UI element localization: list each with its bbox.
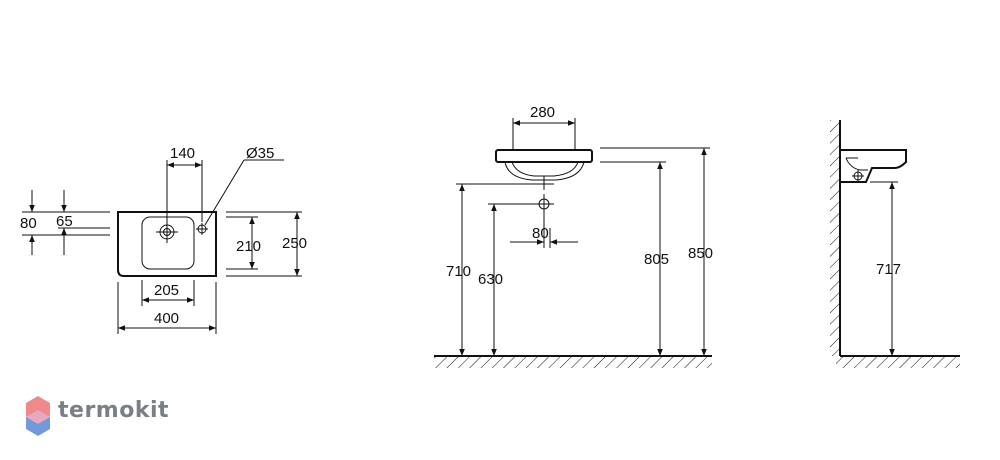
- drain-symbol: [156, 221, 178, 243]
- dim-height-bottom: 805: [644, 251, 669, 268]
- dim-height-waste: 710: [446, 263, 471, 280]
- side-view: 717: [830, 120, 960, 368]
- dim-top-width: 280: [530, 104, 555, 121]
- dim-height-supply: 630: [478, 271, 503, 288]
- front-basin-rim: [495, 149, 593, 163]
- side-basin-profile: [840, 149, 907, 183]
- dim-hole-diameter: Ø35: [246, 145, 274, 162]
- dim-left-outer: 80: [20, 215, 37, 232]
- dim-total-width: 400: [154, 310, 179, 327]
- front-view: 280 80 710 630 805 850: [434, 104, 713, 368]
- brand-name: termokit: [58, 398, 170, 423]
- top-view: 140 Ø35 80 65 210 250 205 400: [20, 145, 307, 334]
- supply-symbol: [534, 194, 554, 214]
- dim-hole-spacing: 140: [170, 145, 195, 162]
- wall-hatch: [830, 120, 840, 356]
- tap-hole-symbol: [196, 223, 208, 235]
- basin-bowl: [141, 216, 195, 270]
- dim-depth-outer: 250: [282, 235, 307, 252]
- dim-depth-inner: 210: [236, 238, 261, 255]
- dim-waste-offset: 80: [532, 225, 549, 242]
- dim-bowl-width: 205: [154, 282, 179, 299]
- dim-height-top: 850: [688, 245, 713, 262]
- termokit-logo-icon: [26, 396, 50, 436]
- basin-outline: [117, 211, 217, 277]
- dim-left-inner: 65: [56, 213, 73, 230]
- side-floor-hatch: [836, 356, 960, 368]
- dim-height-trap: 717: [876, 261, 901, 278]
- floor-hatch: [434, 356, 712, 368]
